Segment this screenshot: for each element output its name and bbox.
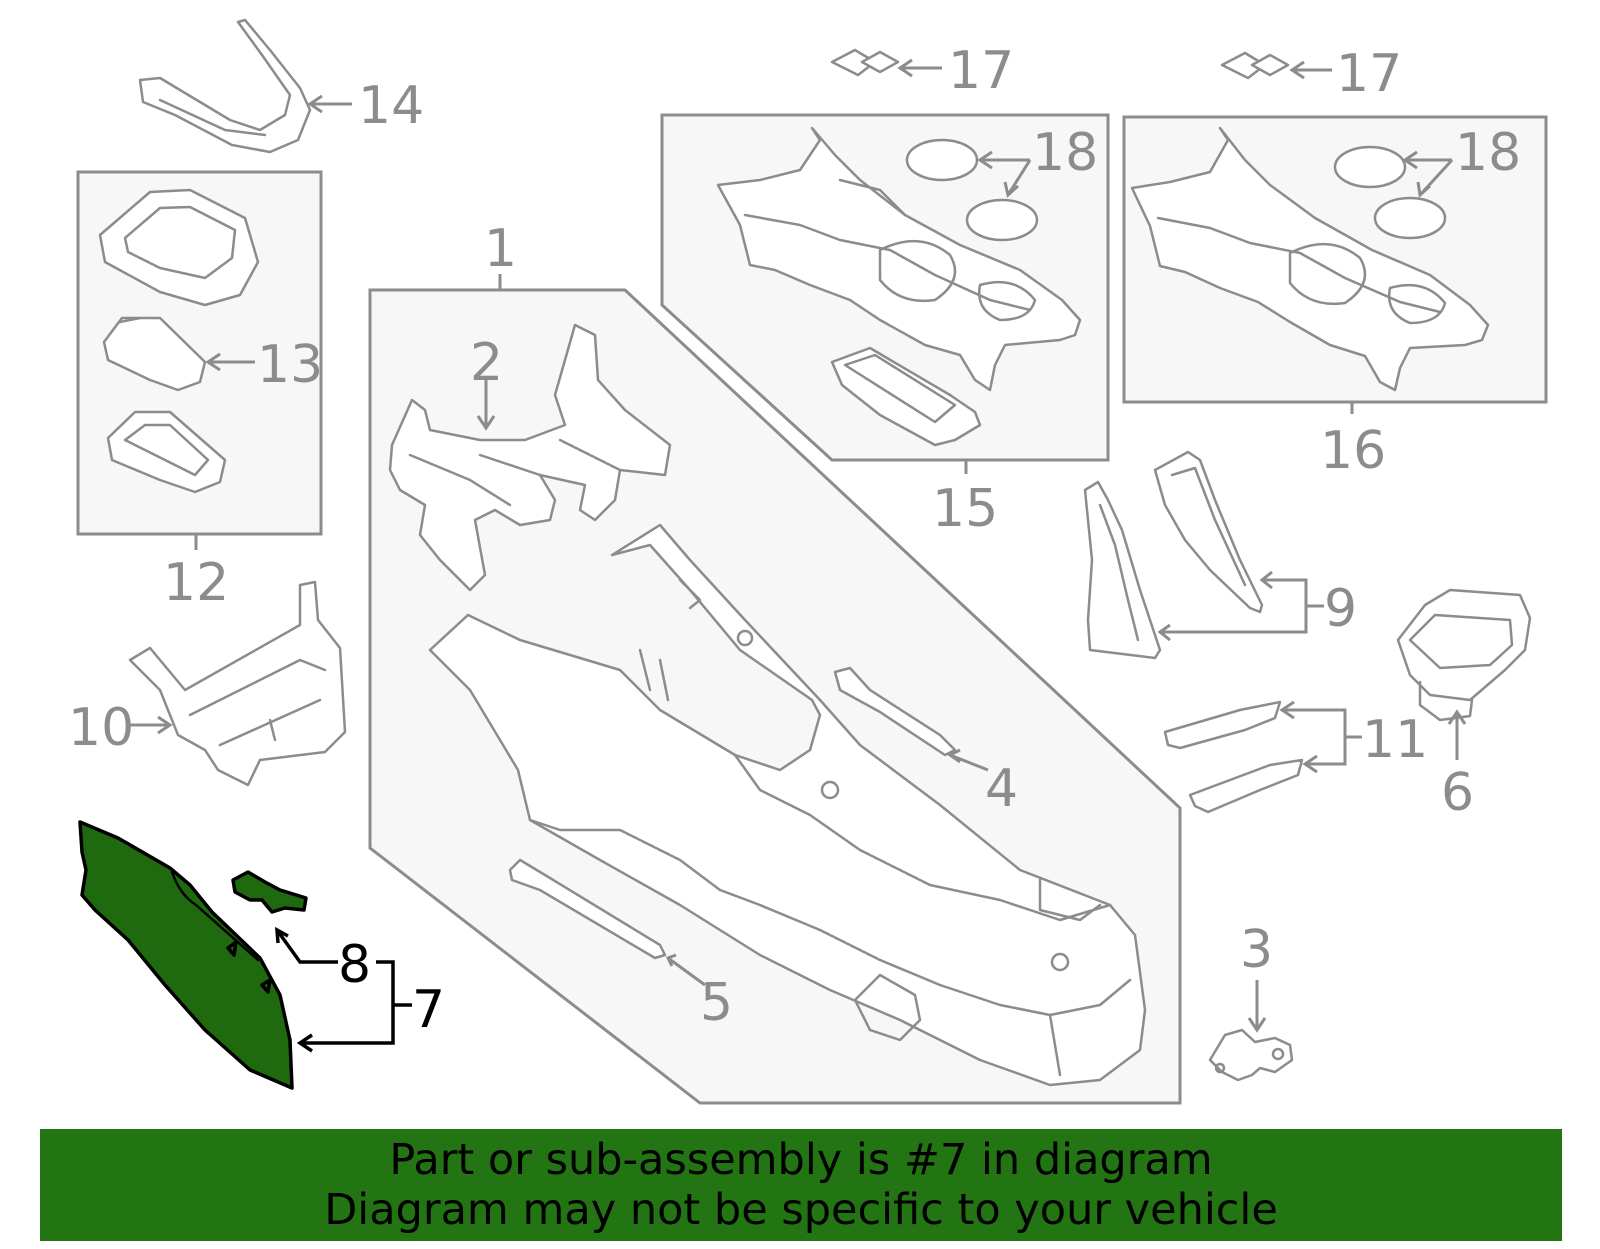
callout-1[interactable]: 1 (484, 219, 517, 279)
arrow-17a (897, 58, 942, 78)
callout-6[interactable]: 6 (1441, 763, 1474, 823)
part-18-mat-left-2[interactable] (965, 198, 1039, 242)
callout-3[interactable]: 3 (1240, 920, 1273, 980)
part-13-shift-boot[interactable] (102, 316, 207, 392)
arrow-18b (1402, 150, 1454, 198)
part-2-bracket[interactable] (388, 323, 672, 592)
part-15-tray[interactable] (830, 346, 982, 447)
arrow-14 (307, 94, 352, 114)
info-banner: Part or sub-assembly is #7 in diagram Di… (40, 1129, 1562, 1241)
part-10-bracket[interactable] (128, 580, 347, 787)
part-6-storage-bin[interactable] (1396, 588, 1532, 722)
callout-14[interactable]: 14 (358, 76, 424, 136)
part-3-small-bracket[interactable] (1208, 1028, 1294, 1082)
part-18-mat-right-1[interactable] (1333, 145, 1407, 189)
bracket-9 (1157, 570, 1324, 642)
callout-4[interactable]: 4 (985, 759, 1018, 819)
arrow-8 (275, 926, 338, 964)
callout-17b[interactable]: 17 (1336, 44, 1402, 104)
callout-10[interactable]: 10 (68, 698, 134, 758)
bracket-7 (296, 960, 412, 1053)
callout-16[interactable]: 16 (1320, 421, 1386, 481)
part-17-clip-right[interactable] (1220, 51, 1290, 80)
callout-18a[interactable]: 18 (1032, 123, 1098, 183)
part-4-strip[interactable] (833, 666, 957, 757)
part-11-trim-strip-upper[interactable] (1163, 700, 1282, 750)
arrow-5 (665, 953, 706, 987)
part-17-clip-left[interactable] (830, 48, 900, 77)
part-12-shift-housing[interactable] (98, 188, 260, 307)
arrow-2 (476, 380, 496, 431)
part-11-trim-strip-lower[interactable] (1188, 758, 1304, 814)
part-14-shifter-bezel[interactable] (138, 18, 312, 154)
part-18-mat-right-2[interactable] (1373, 196, 1447, 240)
callout-2[interactable]: 2 (470, 333, 503, 393)
part-18-mat-left-1[interactable] (905, 138, 979, 182)
callout-15[interactable]: 15 (932, 479, 998, 539)
callout-9[interactable]: 9 (1324, 579, 1357, 639)
callout-18b[interactable]: 18 (1455, 123, 1521, 183)
arrow-3 (1247, 980, 1267, 1033)
part-15-cupholder-panel[interactable] (716, 126, 1082, 392)
callout-12[interactable]: 12 (163, 553, 229, 613)
part-1-console-body[interactable] (428, 523, 1147, 1087)
part-5-strip[interactable] (508, 858, 667, 960)
part-16-cupholder-panel[interactable] (1130, 126, 1490, 392)
part-8-clip-highlighted[interactable] (231, 870, 308, 914)
callout-7[interactable]: 7 (412, 980, 445, 1040)
arrow-18a (977, 150, 1032, 198)
banner-line-part: Part or sub-assembly is #7 in diagram (389, 1135, 1213, 1185)
callout-13[interactable]: 13 (257, 335, 323, 395)
callout-5[interactable]: 5 (700, 973, 733, 1033)
callout-11[interactable]: 11 (1362, 710, 1428, 770)
arrow-13 (205, 352, 255, 372)
callout-8[interactable]: 8 (338, 935, 371, 995)
part-12-trim-plate[interactable] (106, 410, 227, 494)
arrow-17b (1289, 60, 1332, 80)
part-9-side-panel-left[interactable] (1083, 480, 1162, 660)
arrow-6 (1447, 709, 1467, 760)
arrow-4 (947, 748, 989, 772)
part-7-side-cover-highlighted[interactable] (78, 820, 294, 1090)
bracket-11 (1279, 700, 1362, 774)
banner-line-disclaimer: Diagram may not be specific to your vehi… (324, 1185, 1278, 1235)
arrow-10 (130, 715, 173, 735)
callout-17a[interactable]: 17 (948, 41, 1014, 101)
part-9-side-panel-right[interactable] (1153, 450, 1264, 614)
